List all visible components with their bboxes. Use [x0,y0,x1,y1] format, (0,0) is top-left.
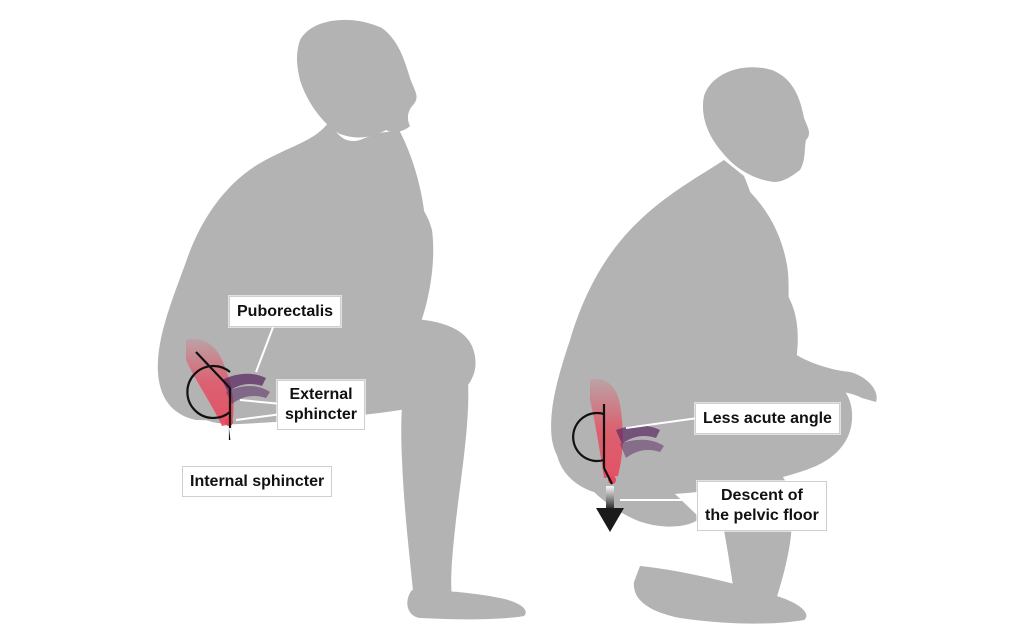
label-external-sphincter-line-1: External [289,386,353,403]
right-head [702,67,810,182]
left-silhouette [157,19,526,620]
internal-sphincter-leader [229,427,235,463]
left-thigh [178,318,476,425]
left-forearm [376,128,427,300]
right-arm [740,186,877,402]
less-acute-angle-leader [625,417,699,429]
label-puborectalis: Puborectalis [229,296,342,327]
left-rectum-shape [186,338,234,426]
external-sphincter-leader-2 [235,413,283,421]
label-external-sphincter: External sphincter [277,380,366,430]
label-less-acute-angle: Less acute angle [695,403,840,434]
right-puborectalis-sling [616,425,660,444]
descent-arrow-head [596,508,624,532]
left-foot [407,590,526,620]
right-silhouette [551,67,877,624]
left-shin [401,340,469,600]
left-leaders [229,321,283,463]
right-rectum-shape [590,379,623,478]
label-descent-line-2: the pelvic floor [705,507,819,524]
label-descent-pelvic-floor: Descent of the pelvic floor [697,481,827,531]
label-internal-sphincter: Internal sphincter [182,466,333,497]
left-angle-line-1 [195,351,231,389]
right-angle-arc [572,411,605,463]
descent-arrow-shaft [606,486,614,510]
label-descent-line-1: Descent of [721,487,803,504]
left-puborectalis-sling-2 [226,386,270,404]
right-angle-line-2 [603,467,613,485]
left-angle-arc [186,364,231,420]
left-head [297,19,417,138]
puborectalis-leader [255,321,276,373]
right-puborectalis-sling-2 [620,439,664,458]
left-puborectalis-sling [222,373,266,392]
right-muscles [572,379,664,532]
external-sphincter-leader [239,399,283,405]
label-external-sphincter-line-2: sphincter [285,406,358,423]
right-foot [633,566,807,624]
right-leaders [620,417,708,501]
